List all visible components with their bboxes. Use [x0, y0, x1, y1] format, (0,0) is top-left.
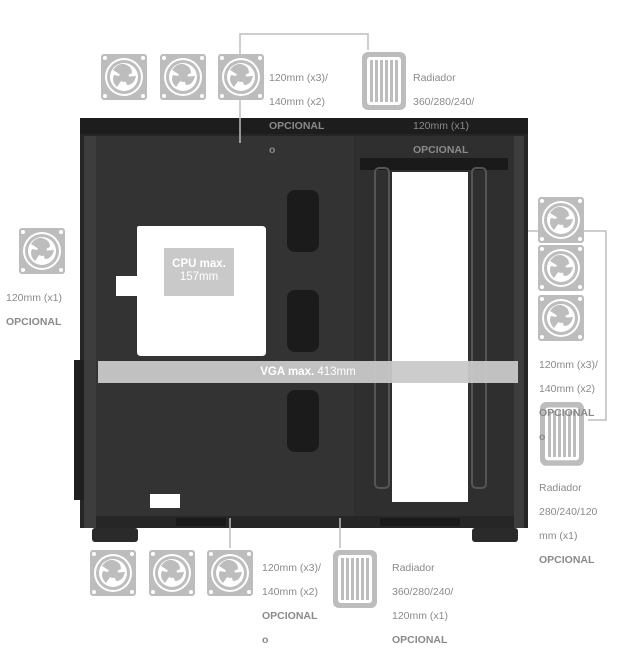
- side-fans-label: 120mm (x3)/ 140mm (x2) OPCIONAL o: [539, 347, 598, 455]
- radiator-icon: [333, 550, 377, 608]
- bottom-fans-label: 120mm (x3)/ 140mm (x2) OPCIONAL o: [262, 550, 321, 658]
- bottom-rad-optional: OPCIONAL: [392, 634, 448, 646]
- bottom-radiator-label: Radiador 360/280/240/ 120mm (x1) OPCIONA…: [392, 550, 453, 658]
- fan-icon: [207, 550, 253, 596]
- vga-clearance-title: VGA max.: [260, 366, 315, 378]
- fan-icon: [538, 197, 584, 243]
- fan-icon: [149, 550, 195, 596]
- cpu-clearance-area: [116, 226, 266, 356]
- top-fans-line2: 140mm (x2): [269, 96, 326, 108]
- side-radiator-label: Radiador 280/240/120 mm (x1) OPCIONAL: [539, 470, 597, 578]
- cpu-clearance-label: CPU max. 157mm: [164, 258, 234, 284]
- top-rad-line2: 360/280/240/: [413, 96, 475, 108]
- fan-icon: [218, 54, 264, 100]
- cpu-clearance-value: 157mm: [179, 271, 219, 283]
- fan-icon: [90, 550, 136, 596]
- side-rad-line2: 280/240/120: [539, 506, 598, 518]
- bottom-rad-line2: 360/280/240/: [392, 586, 454, 598]
- rear-fan-label: 120mm (x1) OPCIONAL: [6, 280, 62, 340]
- vga-clearance-value: 413mm: [317, 366, 356, 378]
- side-rad-line1: Radiador: [539, 482, 582, 494]
- top-rad-line1: Radiador: [413, 72, 456, 84]
- side-fans-optional: OPCIONAL: [539, 407, 595, 419]
- side-fans-line2: 140mm (x2): [539, 383, 596, 395]
- top-fans-optional: OPCIONAL: [269, 120, 325, 132]
- top-rad-line3: 120mm (x1): [413, 120, 470, 132]
- vga-clearance-band: [98, 361, 518, 383]
- bottom-fans-optional: OPCIONAL: [262, 610, 318, 622]
- side-fans-extra: o: [539, 431, 546, 443]
- top-fans-line1: 120mm (x3)/: [269, 72, 328, 84]
- side-rad-line3: mm (x1): [539, 530, 578, 542]
- top-fans-label: 120mm (x3)/ 140mm (x2) OPCIONAL o: [269, 60, 328, 168]
- vga-clearance-label: VGA max. 413mm: [98, 366, 518, 378]
- fan-icon: [538, 245, 584, 291]
- fan-icon: [160, 54, 206, 100]
- bottom-fans-line1: 120mm (x3)/: [262, 562, 321, 574]
- bottom-rad-line1: Radiador: [392, 562, 435, 574]
- rear-fan-line1: 120mm (x1): [6, 292, 63, 304]
- case-diagram: [19, 33, 607, 608]
- top-radiator-label: Radiador 360/280/240/ 120mm (x1) OPCIONA…: [413, 60, 474, 168]
- side-rad-optional: OPCIONAL: [539, 554, 595, 566]
- cpu-clearance-title: CPU max.: [172, 258, 226, 270]
- rear-fan-optional: OPCIONAL: [6, 316, 62, 328]
- bottom-fans-extra: o: [262, 634, 269, 646]
- top-fans-extra: o: [269, 144, 276, 156]
- side-fans-line1: 120mm (x3)/: [539, 359, 598, 371]
- bottom-rad-line3: 120mm (x1): [392, 610, 449, 622]
- fan-icon: [19, 228, 65, 274]
- radiator-icon: [362, 52, 406, 110]
- fan-icon: [101, 54, 147, 100]
- top-rad-optional: OPCIONAL: [413, 144, 469, 156]
- bottom-fans-line2: 140mm (x2): [262, 586, 319, 598]
- fan-icon: [538, 295, 584, 341]
